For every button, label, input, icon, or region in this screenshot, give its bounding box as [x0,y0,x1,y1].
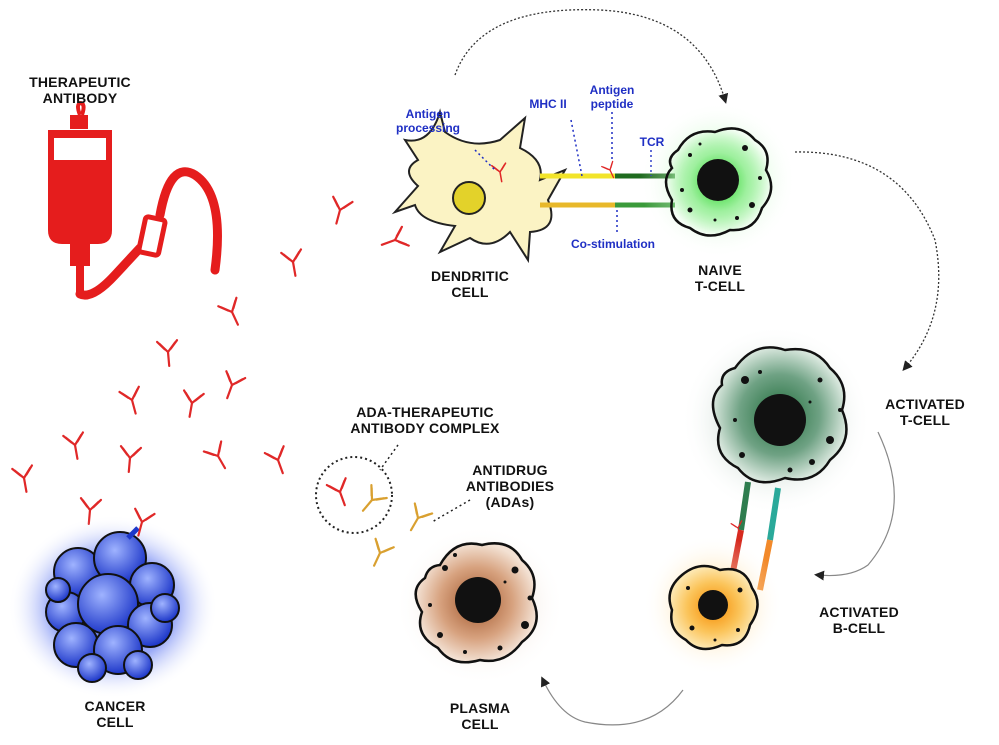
arrow-dc-to-t [454,9,729,104]
iv-bag-icon [48,100,222,300]
ada-therapeutic-complex [315,456,393,534]
activated-b-cell-label: ACTIVATED B-CELL [819,604,899,637]
plasma-cell [395,525,565,685]
antibody-icon [11,464,38,495]
co-stimulation-annotation: Co-stimulation [571,237,655,251]
naive-t-cell [640,102,796,258]
cancer-cell [8,507,218,699]
ada-icon [401,502,434,537]
arrow-t-to-b [814,431,895,581]
dendritic-cell [391,108,568,264]
antigen-peptide-annotation: Antigen peptide [589,83,635,111]
adas-label: ANTIDRUG ANTIBODIES (ADAs) [465,462,555,511]
antibody-icon [178,389,205,420]
tcr-annotation: TCR [639,135,665,149]
antibody-icon [217,296,249,331]
arrow-b-to-plasma [541,676,684,726]
antigen-processing-annotation: Antigen processing [395,107,461,135]
antibody-icon [202,440,235,475]
naive-t-cell-label: NAIVE T-CELL [694,262,746,295]
dendritic-cell-label: DENDRITIC CELL [430,268,510,301]
mhc-ii-annotation: MHC II [529,97,567,111]
antibody-icon [117,445,143,474]
antibody-icon [62,431,89,462]
antibody-icon [263,445,294,478]
activated-b-cell [643,535,783,675]
antibody-icon [325,477,356,510]
antibody-icon [216,370,247,403]
antibody-icon [377,225,410,256]
arrow-naive-to-activated [794,151,940,372]
antibody-icon [280,248,307,279]
ada-icon [354,484,388,519]
ada-icon [363,537,395,572]
activated-t-cell [681,325,871,515]
antibody-icon [118,385,147,418]
plasma-cell-label: PLASMA CELL [449,700,511,733]
therapeutic-antibody-label: THERAPEUTIC ANTIBODY [29,74,131,107]
antibody-icon [155,339,181,368]
cancer-cell-label: CANCER CELL [84,698,146,731]
ada-complex-label: ADA-THERAPEUTIC ANTIBODY COMPLEX [350,404,500,437]
antibody-icon [325,195,354,228]
activated-t-cell-label: ACTIVATED T-CELL [885,396,965,429]
